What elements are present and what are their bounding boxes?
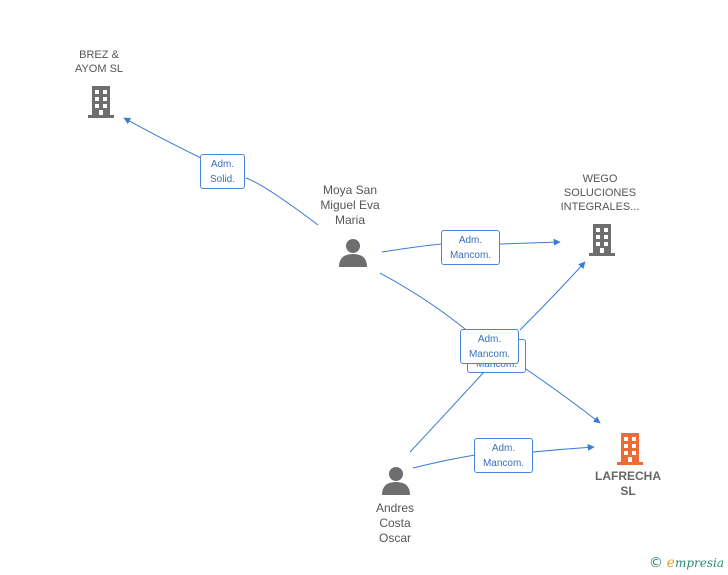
person-icon[interactable] — [380, 465, 412, 495]
edge-andres-wego — [409, 371, 485, 453]
copyright-icon: © — [648, 555, 663, 571]
building-icon[interactable] — [614, 431, 646, 465]
edge-label-adm-mancom: Adm. Mancom. — [441, 230, 500, 265]
edge-label-adm-solid: Adm. Solid. — [200, 154, 245, 189]
edge-label-adm-mancom: Adm. Mancom. — [460, 329, 519, 364]
edge-moya-brez — [245, 177, 319, 226]
building-icon[interactable] — [85, 84, 117, 118]
node-label-andres[interactable]: Andres Costa Oscar — [375, 501, 415, 545]
node-label-brez[interactable]: BREZ & AYOM SL — [74, 49, 124, 75]
edge-moya-brez-head — [123, 117, 202, 159]
edge-moya-wego-head — [499, 238, 561, 246]
brand-initial: e — [666, 555, 675, 571]
person-icon[interactable] — [337, 237, 369, 267]
edge-moya-lafrecha — [379, 272, 471, 334]
brand-name: mpresia — [674, 556, 724, 570]
edge-label-adm-mancom: Adm. Mancom. — [474, 438, 533, 473]
node-label-wego[interactable]: WEGO SOLUCIONES INTEGRALES... — [560, 173, 640, 213]
edge-andres-lafrecha — [412, 454, 476, 469]
node-label-moya[interactable]: Moya San Miguel Eva Maria — [320, 183, 380, 227]
edge-andres-wego-head — [519, 261, 586, 331]
edge-moya-lafrecha-head — [519, 364, 601, 424]
edge-moya-wego — [381, 243, 443, 253]
building-icon[interactable] — [586, 222, 618, 256]
node-label-lafrecha[interactable]: LAFRECHA SL — [595, 469, 661, 498]
watermark: © empresia — [649, 555, 724, 571]
edge-andres-lafrecha-head — [532, 443, 595, 453]
